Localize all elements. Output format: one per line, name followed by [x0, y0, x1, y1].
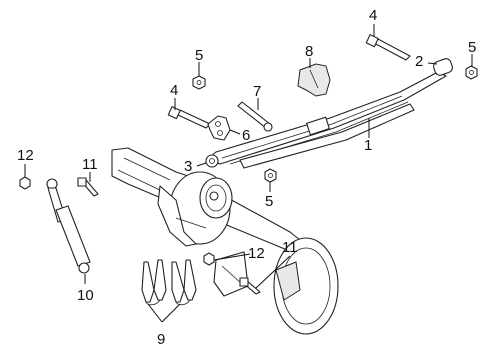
- callout-11-shock: 11: [82, 156, 98, 173]
- nut-axle: [203, 252, 215, 266]
- nut-mid: [264, 168, 277, 183]
- callout-4-middle: 4: [170, 82, 178, 99]
- callout-5-right: 5: [468, 39, 476, 56]
- shock-absorber: [46, 178, 91, 274]
- spring-bolt-upper: [365, 34, 411, 61]
- callout-9: 9: [157, 331, 165, 348]
- spring-bracket: [297, 63, 331, 97]
- u-bolts: [141, 259, 197, 306]
- callout-12-axle: 12: [248, 245, 265, 262]
- bolt-axle: [239, 277, 261, 295]
- brake-backing-plate: [213, 237, 339, 335]
- long-bolt: [237, 101, 273, 132]
- bolt-shock: [77, 177, 99, 197]
- callout-10: 10: [77, 287, 94, 304]
- nut-shock: [19, 176, 31, 190]
- callout-1: 1: [364, 137, 372, 154]
- callout-3: 3: [184, 158, 192, 175]
- callout-11-axle: 11: [282, 239, 298, 256]
- callout-2: 2: [415, 53, 423, 70]
- nut-top: [192, 75, 206, 90]
- callout-8: 8: [305, 43, 313, 60]
- callout-6: 6: [242, 127, 250, 144]
- callout-5-middle: 5: [265, 193, 273, 210]
- axle-housing: [111, 147, 301, 253]
- callout-5-top: 5: [195, 47, 203, 64]
- leader-lines: [24, 24, 473, 323]
- callout-labels: 1 2 3 4 4 5 5 5 6 7 8 9 10 11 11 12 12: [17, 7, 476, 348]
- callout-4-upper: 4: [369, 7, 377, 24]
- shackle: [207, 115, 231, 141]
- nut-right: [465, 65, 478, 80]
- callout-7: 7: [253, 83, 261, 100]
- callout-12-shock: 12: [17, 147, 34, 164]
- leaf-spring: [205, 58, 453, 169]
